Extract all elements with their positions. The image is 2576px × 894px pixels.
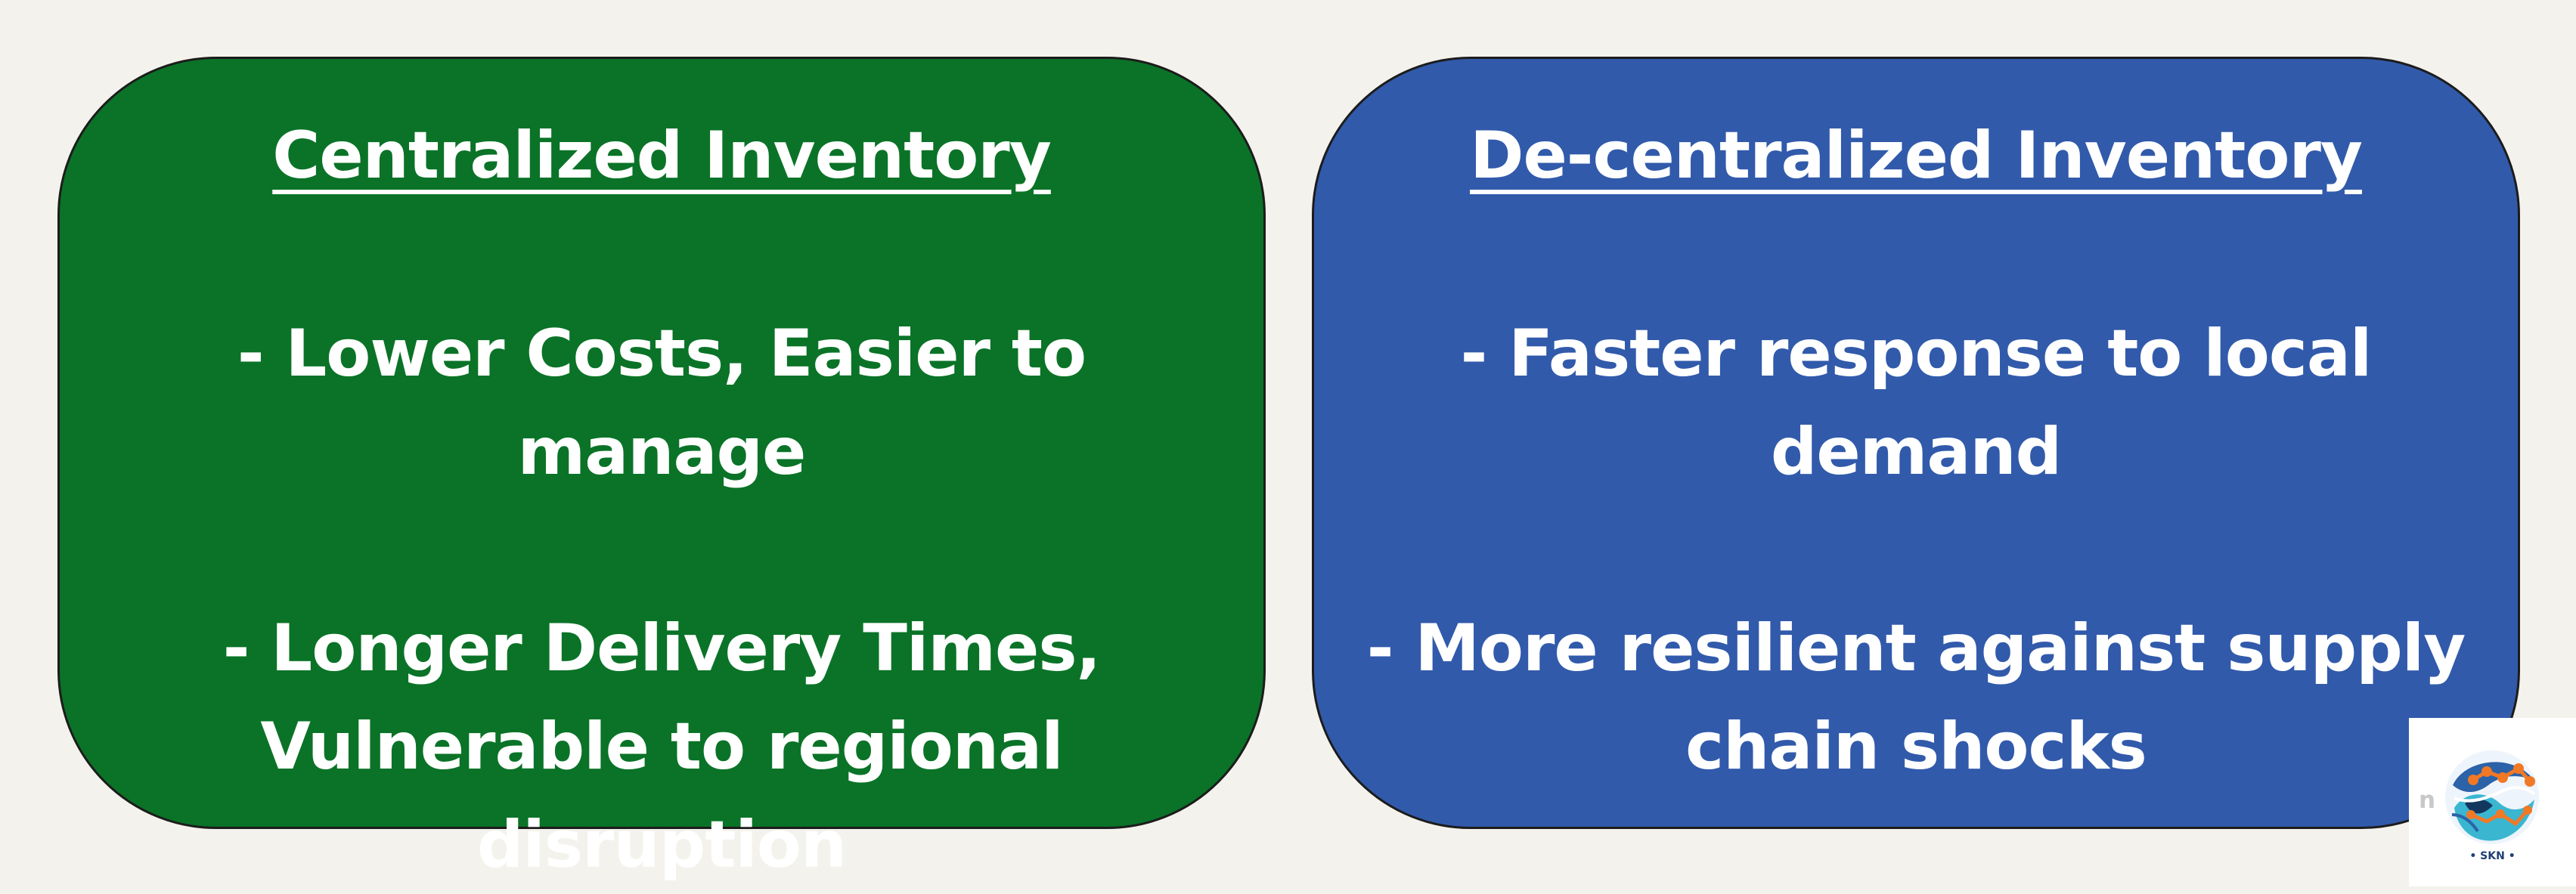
centralized-point-1: - Lower Costs, Easier to manage (237, 316, 1087, 490)
centralized-inventory-card: Centralized Inventory - Lower Costs, Eas… (57, 57, 1266, 883)
logo-badge-label: • SKN • (2469, 850, 2516, 862)
centralized-point-2: - Longer Delivery Times, Vulnerable to r… (222, 611, 1101, 883)
logo-badge: n • SKN • (2409, 718, 2576, 886)
network-globe-icon: n (2419, 750, 2539, 844)
decentralized-inventory-points: - Faster response to local demand - More… (1344, 305, 2488, 796)
decentralized-inventory-title: De-centralized Inventory (1470, 118, 2363, 193)
svg-text:n: n (2419, 787, 2435, 814)
decentralized-point-1: - Faster response to local demand (1460, 316, 2373, 490)
decentralized-point-2: - More resilient against supply chain sh… (1366, 611, 2466, 784)
centralized-inventory-title: Centralized Inventory (272, 118, 1052, 193)
decentralized-inventory-card: De-centralized Inventory - Faster respon… (1312, 57, 2520, 829)
centralized-inventory-points: - Lower Costs, Easier to manage - Longer… (90, 305, 1233, 894)
